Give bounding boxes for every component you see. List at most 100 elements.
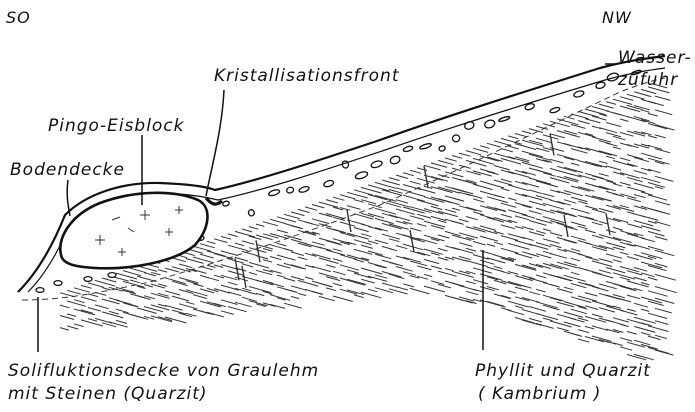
bedrock-hatch-stroke <box>228 234 238 237</box>
bedrock-hatch-stroke <box>340 195 355 199</box>
bedrock-hatch-stroke <box>312 219 329 224</box>
bedrock-hatch-stroke <box>655 298 674 303</box>
bedrock-hatch-stroke <box>564 191 583 196</box>
bedrock-hatch-stroke <box>599 174 609 177</box>
bedrock-hatch-stroke <box>361 279 375 283</box>
bedrock-hatch-stroke <box>284 235 302 240</box>
bedrock-hatch-stroke <box>270 295 290 301</box>
bedrock-hatch-stroke <box>466 291 478 294</box>
bedrock-hatch-stroke <box>508 301 529 307</box>
bedrock-hatch-stroke <box>333 229 346 233</box>
bedrock-hatch-stroke <box>466 301 477 304</box>
bedrock-hatch-stroke <box>452 283 460 285</box>
bedrock-hatch-stroke <box>641 226 661 231</box>
bedrock-hatch-stroke <box>109 311 119 314</box>
bedrock-hatch-stroke <box>620 338 632 341</box>
bedrock-hatch-stroke <box>599 186 616 191</box>
bedrock-hatch-stroke <box>620 173 640 179</box>
bedrock-hatch-stroke <box>550 254 567 259</box>
bedrock-hatch-stroke <box>550 244 561 247</box>
bedrock-hatch-stroke <box>487 197 508 203</box>
pointer-crystallization-front <box>206 90 224 196</box>
bedrock-hatch-stroke <box>452 247 474 253</box>
bedrock-hatch-stroke <box>144 285 153 288</box>
bedrock-hatch-stroke <box>592 301 613 307</box>
bedrock-hatch-stroke <box>515 306 523 308</box>
bedrock-hatch-stroke <box>613 184 622 187</box>
bedrock-hatch-stroke <box>466 194 482 199</box>
label-bedrock-line2: ( Kambrium ) <box>478 386 601 403</box>
bedrock-hatch-stroke <box>473 255 489 260</box>
bedrock-hatch-stroke <box>564 213 577 217</box>
bedrock-hatch-stroke <box>529 307 546 312</box>
bedrock-hatch-stroke <box>634 195 645 198</box>
bedrock-hatch-stroke <box>445 172 463 177</box>
bedrock-hatch-stroke <box>452 156 462 159</box>
orientation-southeast: SO <box>6 10 31 26</box>
bedrock-hatch-stroke <box>291 286 306 290</box>
solifluction-stone <box>498 116 510 123</box>
bedrock-hatch-stroke <box>480 236 498 241</box>
bedrock-hatch-stroke <box>634 303 648 307</box>
bedrock-hatch-stroke <box>641 177 660 182</box>
bedrock-hatch-stroke <box>620 182 631 185</box>
bedrock-hatch-stroke <box>249 262 269 268</box>
solifluction-stone <box>403 145 413 152</box>
bedrock-hatch-stroke <box>466 248 476 251</box>
bedrock-hatch-stroke <box>319 296 335 300</box>
bedrock-hatch-stroke <box>221 311 234 315</box>
bedrock-hatch-stroke <box>389 249 397 251</box>
bedrock-hatch-stroke <box>438 235 450 238</box>
bedrock-hatch-stroke <box>641 323 652 326</box>
bedrock-hatch-stroke <box>494 166 510 170</box>
bedrock-hatch-stroke <box>277 230 288 233</box>
bedrock-hatch-stroke <box>501 188 510 190</box>
bedrock-hatch-stroke <box>641 110 650 113</box>
bedrock-hatch-stroke <box>522 182 539 187</box>
bedrock-hatch-stroke <box>494 180 512 185</box>
bedrock-hatch-stroke <box>620 347 632 350</box>
bedrock-hatch-stroke <box>578 226 588 229</box>
bedrock-hatch-stroke <box>459 153 470 156</box>
bedrock-hatch-stroke <box>634 171 647 175</box>
bedrock-hatch-stroke <box>214 254 233 259</box>
label-pingo-ice-block: Pingo-Eisblock <box>48 118 185 135</box>
bedrock-hatch-stroke <box>487 157 503 161</box>
bedrock-hatch-stroke <box>501 236 518 241</box>
bedrock-hatch-stroke <box>522 215 535 219</box>
bedrock-hatch-stroke <box>249 272 257 274</box>
bedrock-hatch-stroke <box>522 237 534 240</box>
bedrock-hatch-stroke <box>522 286 532 289</box>
bedrock-hatch-stroke <box>410 192 425 196</box>
bedrock-hatch-stroke <box>585 337 604 342</box>
bedrock-hatch-stroke <box>333 283 342 286</box>
bedrock-hatch-stroke <box>375 208 396 214</box>
bedrock-hatch-stroke <box>410 288 430 294</box>
bedrock-hatch-stroke <box>382 234 400 239</box>
bedrock-hatch-stroke <box>88 283 104 287</box>
bedrock-hatch-stroke <box>571 249 580 252</box>
bedrock-hatch-stroke <box>655 96 670 100</box>
bedrock-hatch-stroke <box>67 290 81 294</box>
bedrock-hatch-stroke <box>193 246 211 251</box>
bedrock-hatch-stroke <box>627 271 642 275</box>
bedrock-hatch-stroke <box>578 296 597 301</box>
bedrock-hatch-stroke <box>403 173 414 176</box>
bedrock-hatch-stroke <box>347 270 359 273</box>
bedrock-hatch-stroke <box>284 278 295 281</box>
solifluction-stone <box>248 209 255 217</box>
bedrock-hatch-stroke <box>613 99 632 104</box>
bedrock-hatch-stroke <box>473 148 488 152</box>
solifluction-stone <box>549 107 560 114</box>
bedrock-hatch-stroke <box>641 216 658 221</box>
bedrock-hatch-stroke <box>634 158 649 162</box>
bedrock-hatch-stroke <box>494 242 503 245</box>
bedrock-hatch-stroke <box>627 198 641 202</box>
bedrock-hatch-stroke <box>256 293 264 295</box>
bedrock-hatch-stroke <box>312 205 324 208</box>
bedrock-hatch-stroke <box>235 257 248 261</box>
bedrock-hatch-stroke <box>473 241 486 245</box>
bedrock-hatch-stroke <box>494 195 505 198</box>
bedrock-hatch-stroke <box>606 230 616 233</box>
